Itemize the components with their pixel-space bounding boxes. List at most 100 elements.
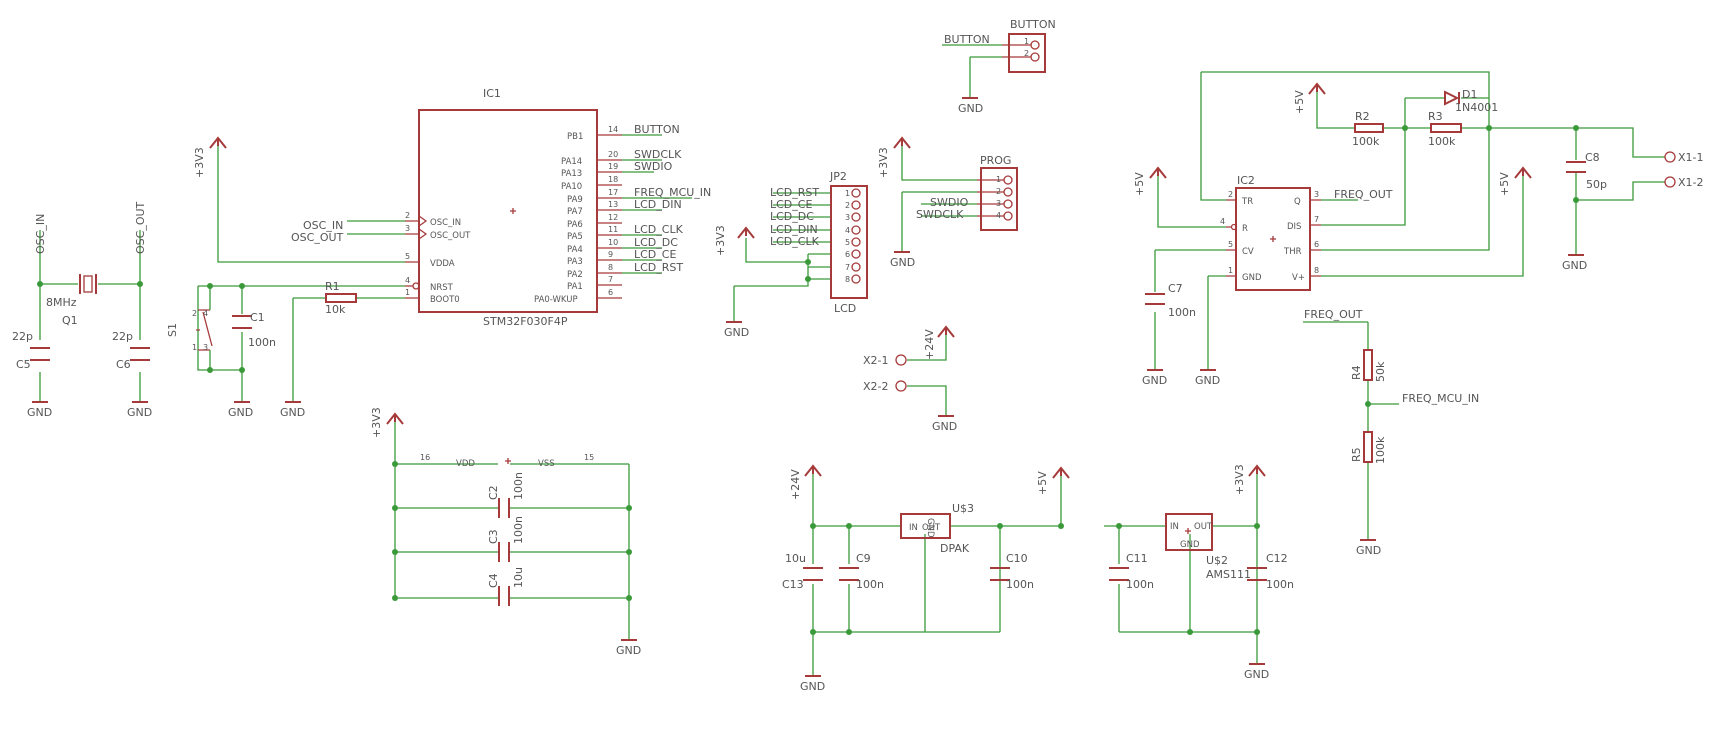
ic2-body: TR Q R DIS CV THR GND V+ 2 3 4 7 5 6 1 8 [1220, 187, 1321, 291]
capacitor-c6 [130, 347, 150, 361]
timer-section: +5V +5V +5V TR Q R DIS CV THR GND V+ 2 3… [1133, 71, 1704, 387]
text-label: 100n [1126, 578, 1154, 591]
text-label: R2 [1355, 110, 1370, 123]
resistor-r5 [1363, 431, 1373, 463]
capacitor-c3 [498, 542, 510, 562]
text-label: OSC_OUT [291, 231, 344, 244]
pin-number: 2 [1024, 49, 1029, 58]
pin-label: GND [1180, 540, 1200, 550]
text-label: 100n [512, 516, 525, 544]
text-label: C2 [487, 485, 500, 500]
pin-number: 2 [405, 211, 410, 220]
capacitor-c5 [30, 347, 50, 361]
text-label: GND [1195, 374, 1220, 387]
text-label: C9 [856, 552, 871, 565]
pin-number: 7 [1314, 215, 1319, 224]
text-label: LCD_CE [634, 248, 676, 261]
pin-label: OSC_OUT [430, 231, 471, 241]
text-label: +3V3 [1233, 464, 1246, 495]
text-label: 22p [12, 330, 33, 343]
text-label: 100k [1374, 436, 1387, 464]
text-label: STM32F030F4P [483, 315, 568, 328]
pin-number: 2 [192, 309, 197, 318]
text-label: IC2 [1237, 174, 1255, 187]
capacitor-c2 [498, 498, 510, 518]
text-label: LCD_CLK [634, 223, 684, 236]
ic1-body: IC1 STM32F030F4P PB1 PA14 PA13 PA10 PA9 … [405, 87, 622, 328]
text-label: C13 [782, 578, 804, 591]
pin-number: 6 [845, 250, 850, 259]
power-arrow-3v3 [893, 136, 911, 149]
text-label: GND [616, 644, 641, 657]
pin-number: 3 [203, 343, 208, 352]
text-label: LCD [834, 302, 856, 315]
pin-label: R [1242, 224, 1248, 234]
text-label: OSC_OUT [134, 201, 147, 254]
pin-label: OUT [922, 523, 941, 533]
text-label: 100k [1352, 135, 1380, 148]
switch-s1 [196, 286, 213, 370]
text-label: SWDIO [930, 196, 969, 209]
text-label: C6 [116, 358, 131, 371]
lcd-connector [830, 185, 868, 299]
pin-number: 18 [608, 175, 618, 184]
button-connector [1002, 33, 1046, 73]
text-label: 100n [1168, 306, 1196, 319]
text-label: 100n [1006, 578, 1034, 591]
pin-label: VDDA [430, 259, 455, 269]
text-label: BUTTON [634, 123, 680, 136]
text-label: 50p [1586, 178, 1607, 191]
text-label: C10 [1006, 552, 1028, 565]
pin-label: IN [909, 523, 918, 533]
text-label: 10k [325, 303, 346, 316]
text-label: +5V [1133, 172, 1146, 196]
text-label: 50k [1374, 361, 1387, 382]
text-label: AMS111 [1206, 568, 1251, 581]
text-label: +5V [1293, 90, 1306, 114]
pin-number: 1 [405, 288, 410, 297]
text-label: GND [890, 256, 915, 269]
text-label: GND [1356, 544, 1381, 557]
pin-label: PA6 [567, 220, 583, 230]
resistor-r1 [325, 293, 357, 303]
text-label: GND [127, 406, 152, 419]
pin-number: 12 [608, 213, 618, 222]
pin-number: 16 [420, 453, 430, 462]
capacitor-c8 [1566, 161, 1586, 173]
pin-label: CV [1242, 247, 1254, 257]
power-arrow-3v3 [737, 226, 755, 239]
pin-label: BOOT0 [430, 295, 460, 305]
pin-label: PB1 [567, 132, 583, 142]
pin-number: 6 [608, 288, 613, 297]
text-label: C1 [250, 311, 265, 324]
pin-number: 1 [192, 343, 197, 352]
pin-number: 3 [1314, 190, 1319, 199]
text-label: U$2 [1206, 554, 1228, 567]
pin-label: DIS [1287, 222, 1301, 232]
power-arrow-5v [1308, 82, 1326, 95]
power-arrow-5v [1149, 166, 1167, 179]
pin-number: 1 [845, 189, 850, 198]
pin-number: 3 [405, 224, 410, 233]
prog-connector-section: +3V3 PROG SWDIO SWDCLK 1 2 3 4 GND [877, 136, 1018, 269]
text-label: +3V3 [877, 147, 890, 178]
pin-label: THR [1283, 247, 1302, 257]
pin-number: 3 [996, 199, 1001, 208]
pin-number: 4 [845, 226, 850, 235]
text-label: +3V3 [370, 407, 383, 438]
resistor-r2 [1354, 123, 1384, 133]
text-label: GND [932, 420, 957, 433]
pin-number: 4 [996, 211, 1001, 220]
pin-number: 7 [608, 275, 613, 284]
text-label: LCD_RST [770, 186, 819, 199]
pin-label: VSS [538, 459, 555, 469]
pin-label: PA10 [561, 182, 582, 192]
text-label: 8MHz [46, 296, 77, 309]
pin-number: 4 [1220, 217, 1225, 226]
text-label: LCD_CE [770, 198, 812, 211]
capacitor-c12 [1247, 567, 1267, 581]
pin-number: 2 [845, 201, 850, 210]
text-label: FREQ_MCU_IN [1402, 392, 1479, 405]
power-arrow-5v [1052, 466, 1070, 479]
pin-number: 4 [203, 309, 208, 318]
